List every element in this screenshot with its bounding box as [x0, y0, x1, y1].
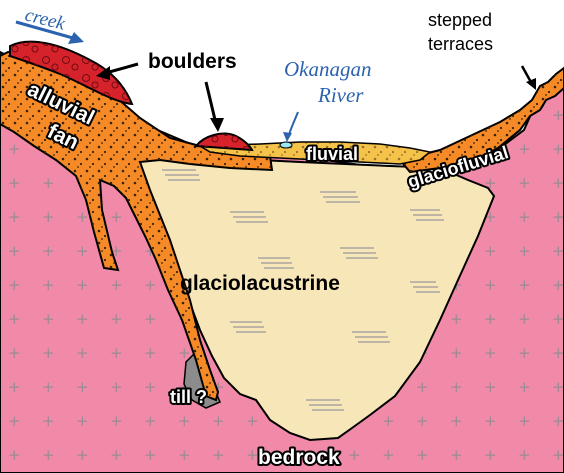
bedrock-label: bedrock: [258, 446, 340, 469]
terraces-arrow: [522, 66, 536, 90]
fluvial-label: fluvial: [306, 144, 358, 164]
boulders-arrow-down: [206, 82, 224, 132]
river-arrow: [283, 112, 298, 142]
glaciolacustrine-label: glaciolacustrine: [180, 272, 340, 295]
stepped-terraces-label-line2: terraces: [428, 34, 493, 54]
creek-label: creek: [23, 4, 68, 34]
okanagan-river-channel: [280, 142, 292, 148]
till-label: till ?: [170, 387, 207, 407]
stepped-terraces-label-line1: stepped: [428, 10, 492, 30]
okanagan-river-label-line1: Okanagan: [284, 57, 372, 81]
boulders-label: boulders: [148, 50, 237, 73]
okanagan-river-label-line2: River: [317, 83, 364, 107]
